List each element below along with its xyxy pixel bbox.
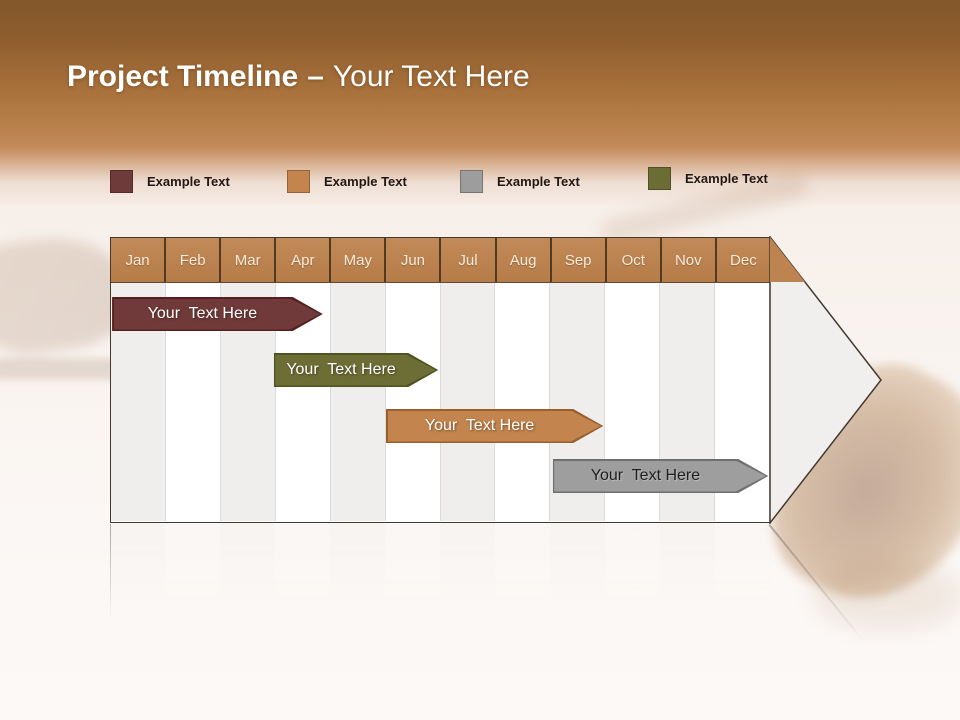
legend-label: Example Text: [685, 170, 768, 186]
bar-fill: [388, 411, 601, 442]
timeline-bar-3: Your Text Here: [386, 409, 603, 443]
month-cell-jul: Jul: [441, 238, 497, 282]
bar-label: Your Text Here: [286, 361, 396, 378]
month-cell-nov: Nov: [661, 238, 717, 282]
month-cell-sep: Sep: [551, 238, 607, 282]
bar-label: Your Text Here: [147, 305, 258, 322]
bar-fill: [114, 299, 321, 330]
month-cell-oct: Oct: [606, 238, 662, 282]
arrow-reflection-line: [768, 524, 865, 642]
month-cell-apr: Apr: [276, 238, 332, 282]
timeline-arrow-head-icon: [769, 236, 882, 524]
month-column-jun: [385, 283, 441, 521]
title-separator: –: [307, 60, 324, 93]
legend-swatch-maroon: [110, 169, 133, 193]
legend-label: Example Text: [147, 173, 230, 189]
legend-swatch-olive: [648, 166, 671, 190]
legend-item-2: Example Text: [287, 169, 407, 193]
table-reflection-left-edge: [110, 524, 111, 620]
table-reflection: [110, 524, 771, 620]
background-pipe-reflection: [812, 560, 960, 632]
timeline-bar-1: Your Text Here: [112, 297, 323, 331]
background-rod-image: [0, 358, 122, 380]
slide-title: Project Timeline–Your Text Here: [67, 60, 530, 94]
month-cell-jun: Jun: [386, 238, 442, 282]
month-cell-dec: Dec: [716, 238, 770, 282]
timeline-bar-2: Your Text Here: [274, 353, 438, 387]
legend-item-4: Example Text: [648, 166, 768, 190]
legend-swatch-gray: [460, 169, 483, 193]
month-cell-mar: Mar: [221, 238, 277, 282]
legend-item-3: Example Text: [460, 169, 580, 193]
title-subtitle: Your Text Here: [332, 60, 530, 93]
month-cell-jan: Jan: [111, 238, 167, 282]
bar-label: Your Text Here: [424, 417, 535, 434]
legend-label: Example Text: [324, 173, 407, 189]
legend-item-1: Example Text: [110, 169, 230, 193]
month-cell-feb: Feb: [166, 238, 222, 282]
bar-fill: [275, 355, 435, 386]
legend-label: Example Text: [497, 173, 580, 189]
timeline-bar-4: Your Text Here: [553, 459, 769, 493]
month-column-jul: [440, 283, 496, 521]
month-column-may: [330, 283, 386, 521]
bar-fill: [554, 461, 766, 492]
legend-swatch-orange: [287, 169, 310, 193]
bar-label: Your Text Here: [590, 467, 701, 484]
month-cell-may: May: [331, 238, 387, 282]
month-cell-aug: Aug: [496, 238, 552, 282]
title-main: Project Timeline: [67, 60, 299, 93]
month-column-aug: [495, 283, 551, 521]
